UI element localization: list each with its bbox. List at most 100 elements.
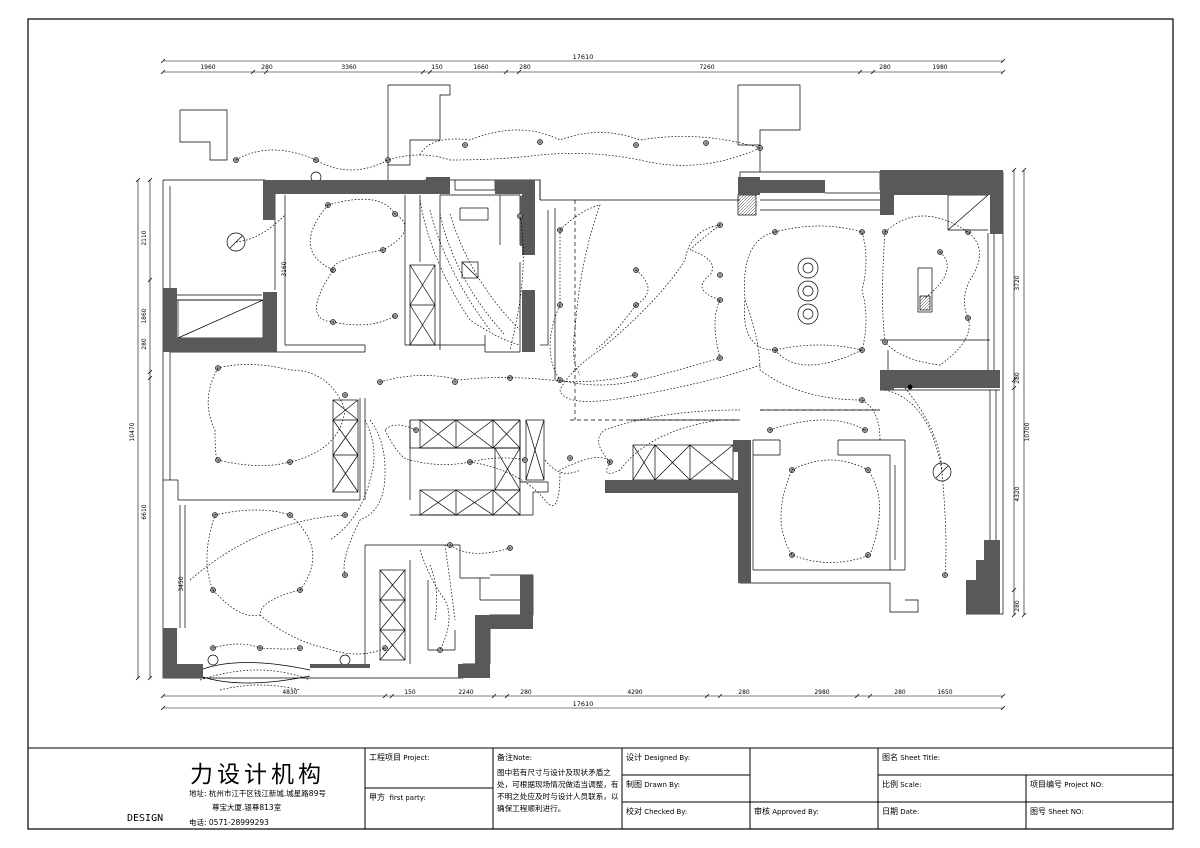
dim-bottom-seg: 2980 <box>814 689 829 696</box>
ceiling-light-icon <box>567 455 573 461</box>
dimension-tick <box>1000 693 1006 699</box>
dimension-tick <box>704 693 710 699</box>
dimension-tick <box>1000 58 1006 64</box>
ceiling-light-icon <box>633 302 639 308</box>
dim-left-total: 10470 <box>129 422 136 441</box>
ceiling-light-icon <box>859 229 865 235</box>
drawing-border <box>27 18 1174 830</box>
dimension-tick <box>263 69 269 75</box>
dimension-tick <box>427 69 433 75</box>
company-phone: 电话: 0571-28999293 <box>189 818 269 827</box>
notes-text: 图中若有尺寸与设计及现状矛盾之处，可根据现场情况做适当调整，有不明之处应及时与设… <box>497 768 619 813</box>
dimension-tick <box>160 693 166 699</box>
project-label: 工程项目 Project: <box>369 753 430 762</box>
date-label: 日期 Date: <box>882 807 920 816</box>
dimension-tick <box>147 277 153 283</box>
ceiling-light-icon <box>632 372 638 378</box>
dimension-tick <box>1011 377 1017 383</box>
dimension-tick <box>160 705 166 711</box>
ceiling-light-icon <box>507 375 513 381</box>
dimension-tick <box>420 69 426 75</box>
ceiling-light-icon <box>862 427 868 433</box>
dimension-tick <box>135 675 141 681</box>
dim-top-seg: 280 <box>519 64 531 71</box>
ceiling-light-icon <box>703 140 709 146</box>
dim-right-seg: 280 <box>1014 372 1021 384</box>
ceiling-light-icon <box>452 379 458 385</box>
approved-by-label: 审核 Approved By: <box>754 807 819 816</box>
dimension-tick <box>382 693 388 699</box>
dimension-tick <box>1011 167 1017 173</box>
dimension-tick <box>160 58 166 64</box>
sheet-title-label: 图名 Sheet Title: <box>882 753 941 762</box>
dim-top-seg: 3360 <box>341 64 356 71</box>
dimension-tick <box>717 693 723 699</box>
company-address-line2: 尊宝大厦.银尊813室 <box>212 803 282 812</box>
dim-bottom-seg: 4290 <box>627 689 642 696</box>
dim-bottom-seg: 280 <box>738 689 750 696</box>
dim-top-seg: 1960 <box>200 64 215 71</box>
dim-top-seg: 280 <box>261 64 273 71</box>
dimension-tick <box>857 69 863 75</box>
ceiling-light-icon <box>385 157 391 163</box>
dimension-tick <box>867 693 873 699</box>
dim-bottom-seg: 280 <box>520 689 532 696</box>
ceiling-light-icon <box>859 397 865 403</box>
dimension-tick <box>135 177 141 183</box>
light-fixture-markers <box>210 139 971 653</box>
dim-top-total: 17610 <box>573 53 594 61</box>
dim-right-seg: 3720 <box>1014 275 1021 290</box>
brand-text: DESIGN <box>127 813 164 824</box>
dimension-tick <box>250 69 256 75</box>
dimension-tick <box>160 69 166 75</box>
dimension-tick <box>1011 385 1017 391</box>
dimension-tick <box>870 69 876 75</box>
dim-left-seg: 2110 <box>141 230 148 245</box>
company-name: 力设计机构 <box>190 762 325 788</box>
dimension-tick <box>854 693 860 699</box>
dimension-tick <box>147 369 153 375</box>
sheet-no-label: 图号 Sheet NO: <box>1030 807 1084 816</box>
ceiling-light-icon <box>633 142 639 148</box>
designed-by-label: 设计 Designed By: <box>626 753 691 762</box>
ceiling-light-icon <box>789 552 795 558</box>
dimension-tick <box>1000 69 1006 75</box>
notes-label: 备注Note: <box>497 753 532 762</box>
ceiling-light-icon <box>437 647 443 653</box>
ceiling-light-icon <box>537 139 543 145</box>
ceiling-light-icon <box>717 297 723 303</box>
ceiling-light-icon <box>717 272 723 278</box>
scale-label: 比例 Scale: <box>882 780 922 789</box>
dim-right-total: 10700 <box>1024 422 1031 441</box>
dim-bottom-total: 17610 <box>573 700 594 708</box>
dim-left-seg: 3450 <box>178 576 185 591</box>
dimension-tick <box>1021 612 1027 618</box>
drawn-by-label: 制图 Drawn By: <box>626 780 680 789</box>
dimension-tick <box>1000 705 1006 711</box>
dim-left-seg: 3160 <box>281 261 288 276</box>
dim-top-seg: 7260 <box>699 64 714 71</box>
ceiling-light-icon <box>392 313 398 319</box>
dimension-tick <box>147 375 153 381</box>
party-label: 甲方 first party: <box>369 793 426 802</box>
ceiling-light-icon <box>382 645 388 651</box>
ceiling-light-icon <box>942 572 948 578</box>
title-block <box>28 747 1173 829</box>
dimension-tick <box>1011 612 1017 618</box>
ceiling-light-icon <box>342 392 348 398</box>
dim-top-seg: 150 <box>431 64 443 71</box>
dimension-tick <box>516 69 522 75</box>
dimension-tick <box>491 693 497 699</box>
dim-top-seg: 280 <box>879 64 891 71</box>
dimension-tick <box>504 693 510 699</box>
dim-right-seg: 280 <box>1014 600 1021 612</box>
dim-top-seg: 1660 <box>473 64 488 71</box>
dimension-lines <box>137 60 1025 709</box>
dimension-tick <box>389 693 395 699</box>
ceiling-light-icon <box>462 142 468 148</box>
dimension-tick <box>503 69 509 75</box>
dimension-tick <box>147 675 153 681</box>
dim-bottom-seg: 280 <box>894 689 906 696</box>
dimension-tick <box>147 177 153 183</box>
